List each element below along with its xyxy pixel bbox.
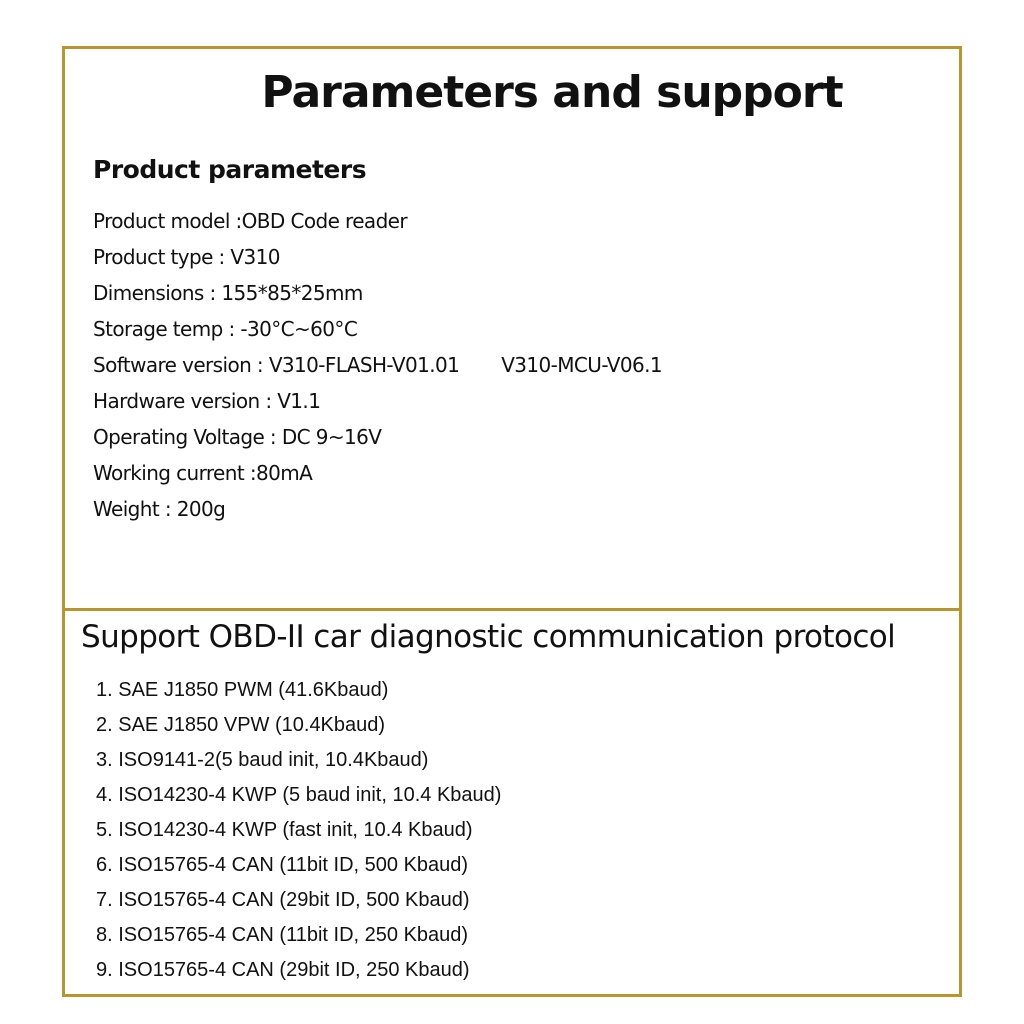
product-parameters-list: Product model :OBD Code reader Product t… bbox=[93, 203, 663, 527]
list-item: 1. SAE J1850 PWM (41.6Kbaud) bbox=[96, 679, 389, 701]
list-item: 3. ISO9141-2(5 baud init, 10.4Kbaud) bbox=[96, 749, 429, 771]
param-operating-voltage: Operating Voltage : DC 9~16V bbox=[93, 425, 382, 449]
param-software-version: Software version : V310-FLASH-V01.01 V310… bbox=[93, 347, 663, 383]
section-divider bbox=[65, 608, 959, 611]
product-parameters-heading: Product parameters bbox=[93, 155, 367, 184]
list-item: 6. ISO15765-4 CAN (11bit ID, 500 Kbaud) bbox=[96, 854, 469, 876]
param-software-version-mcu: V310-MCU-V06.1 bbox=[501, 353, 662, 377]
list-item: 5. ISO14230-4 KWP (fast init, 10.4 Kbaud… bbox=[96, 819, 473, 841]
param-hardware-version: Hardware version : V1.1 bbox=[93, 389, 321, 413]
list-item: 4. ISO14230-4 KWP (5 baud init, 10.4 Kba… bbox=[96, 784, 502, 806]
protocol-list: 1. SAE J1850 PWM (41.6Kbaud) 2. SAE J185… bbox=[96, 673, 501, 988]
list-item: 9. ISO15765-4 CAN (29bit ID, 250 Kbaud) bbox=[96, 959, 470, 981]
list-item: 8. ISO15765-4 CAN (11bit ID, 250 Kbaud) bbox=[96, 924, 469, 946]
protocol-heading: Support OBD-II car diagnostic communicat… bbox=[81, 619, 896, 655]
param-weight: Weight : 200g bbox=[93, 497, 226, 521]
page-title: Parameters and support bbox=[261, 67, 843, 118]
list-item: 2. SAE J1850 VPW (10.4Kbaud) bbox=[96, 714, 386, 736]
list-item: 7. ISO15765-4 CAN (29bit ID, 500 Kbaud) bbox=[96, 889, 470, 911]
param-working-current: Working current :80mA bbox=[93, 461, 313, 485]
param-product-model: Product model :OBD Code reader bbox=[93, 209, 408, 233]
spec-sheet-frame: Parameters and support Product parameter… bbox=[62, 46, 962, 997]
param-product-type: Product type : V310 bbox=[93, 245, 280, 269]
param-storage-temp: Storage temp : -30°C~60°C bbox=[93, 317, 358, 341]
param-dimensions: Dimensions : 155*85*25mm bbox=[93, 281, 363, 305]
param-software-version-flash: Software version : V310-FLASH-V01.01 bbox=[93, 353, 460, 377]
